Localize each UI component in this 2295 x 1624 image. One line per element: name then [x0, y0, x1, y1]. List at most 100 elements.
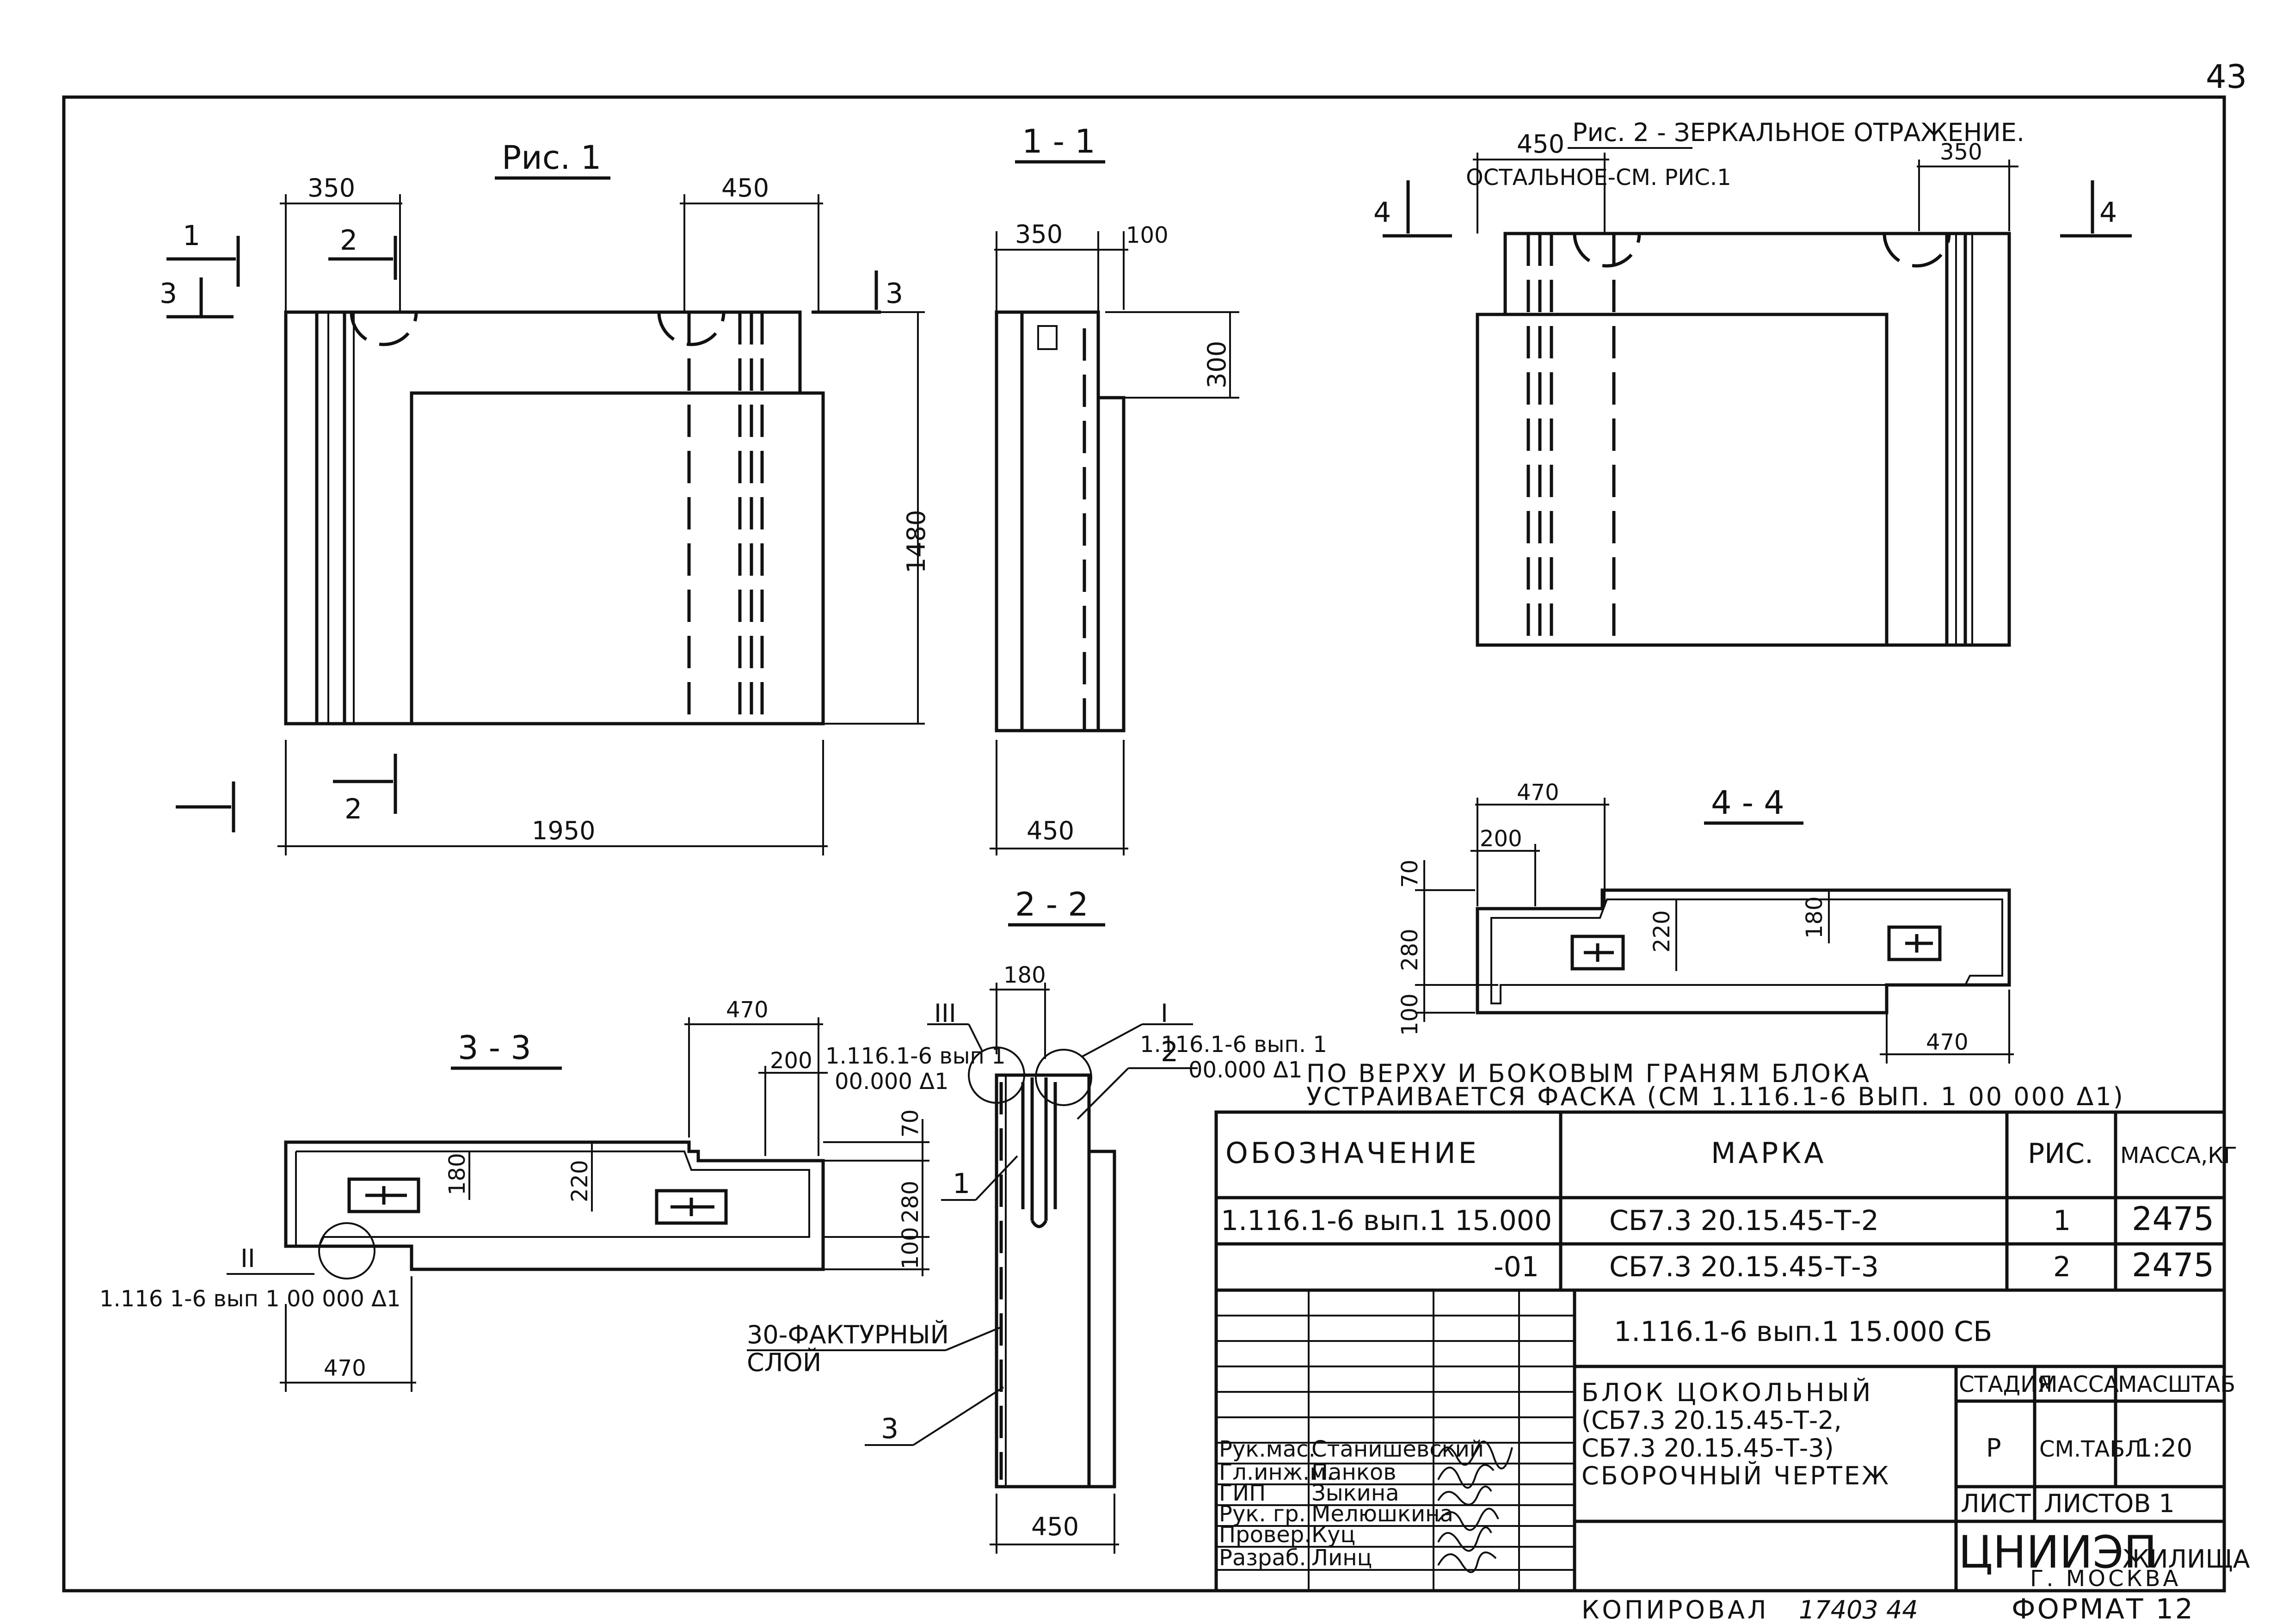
tb-scale-header: Масштаб — [2118, 1372, 2235, 1397]
sec22-callout-3: 3 — [881, 1413, 898, 1445]
fig2-cut-4a: 4 — [1373, 197, 1391, 229]
fig2-view: Рис. 2 - ЗЕРКАЛЬНОЕ ОТРАЖЕНИЕ. ОСТАЛЬНОЕ… — [1373, 118, 2132, 647]
tb-org-2: ЖИЛИЩА — [2123, 1544, 2250, 1574]
signature-6 — [1437, 1551, 1497, 1573]
sec44-outline — [1476, 888, 2011, 1015]
spec-row-1-mass: 2475 — [2132, 1200, 2214, 1238]
fig1-cut-3: 3 — [160, 277, 177, 310]
section-3-3: 3 - 3 470 200 70 280 100 180 220 470 II — [99, 997, 929, 1392]
fig2-dim-450: 450 — [1517, 129, 1564, 159]
sec22-ref-iii-1: 1.116.1-6 вып 1 — [825, 1043, 1006, 1069]
spec-row-1-designation: 1.116.1-6 вып.1 15.000 — [1221, 1205, 1552, 1237]
staff-role-2: Гл.инж.м. — [1219, 1459, 1334, 1485]
sec33-dim-220: 220 — [567, 1160, 593, 1202]
signature-4 — [1437, 1507, 1499, 1531]
page-number: 43 — [2206, 58, 2247, 96]
spec-row-2-fig: 2 — [2053, 1251, 2071, 1283]
signature-1 — [1437, 1440, 1513, 1470]
tb-name-1: Блок цокольный — [1581, 1378, 1873, 1407]
footer-copied-num: 17403 44 — [1799, 1595, 1918, 1624]
spec-table: Обозначение Марка Рис. Масса,кг 1.116.1-… — [1214, 1110, 2237, 1292]
sec11-title: 1 - 1 — [1022, 123, 1095, 160]
fig2-outline — [1476, 232, 2011, 647]
fig1-cut-3b: 3 — [886, 277, 903, 310]
sec33-dim-200: 200 — [770, 1048, 812, 1074]
sec33-dim-470b: 470 — [324, 1355, 366, 1381]
fig1-dim-450: 450 — [721, 173, 769, 203]
fig1-title: Рис. 1 — [502, 139, 601, 177]
sec33-dim-70: 70 — [898, 1109, 923, 1138]
staff-name-5: Куц — [1311, 1522, 1355, 1548]
fig2-subtitle: ОСТАЛЬНОЕ-СМ. РИС.1 — [1466, 165, 1731, 191]
sec44-dim-100: 100 — [1397, 993, 1423, 1036]
spec-header-fig: Рис. — [2028, 1138, 2093, 1170]
fig2-title: Рис. 2 - ЗЕРКАЛЬНОЕ ОТРАЖЕНИЕ. — [1572, 118, 2024, 147]
sec11-dim-350: 350 — [1015, 220, 1063, 249]
sec22-ref-i-1: 1.116.1-6 вып. 1 — [1140, 1032, 1327, 1058]
tb-name-3: СБ7.3 20.15.45-Т-3) — [1581, 1433, 1834, 1463]
footer-format: Формат 12 — [2012, 1593, 2195, 1624]
sec44-dim-180: 180 — [1802, 896, 1827, 939]
staff-name-2: Панков — [1311, 1459, 1397, 1485]
staff-name-1: Станишевский — [1311, 1436, 1484, 1462]
sec44-dim-470a: 470 — [1517, 780, 1559, 806]
signature-3 — [1437, 1485, 1492, 1506]
tb-mass-value: СМ.ТАБЛ — [2039, 1436, 2141, 1462]
fig1-view: Рис. 1 350 450 1480 1950 1 — [160, 139, 931, 855]
section-4-4: 4 - 4 470 200 70 280 100 220 180 470 — [1397, 780, 2014, 1064]
fig1-cut-2b: 2 — [345, 793, 362, 825]
sec11-dim-100: 100 — [1126, 222, 1169, 248]
fig1-dim-1950: 1950 — [532, 816, 595, 845]
sec22-dim-180: 180 — [1003, 962, 1046, 988]
sec44-dim-200: 200 — [1480, 826, 1522, 852]
fig1-cut-1: 1 — [183, 220, 200, 252]
sec33-dim-180: 180 — [444, 1153, 470, 1195]
fig2-dim-350: 350 — [1940, 139, 1982, 165]
sec33-dim-470a: 470 — [726, 997, 769, 1023]
spec-row-2-mass: 2475 — [2132, 1246, 2214, 1284]
sec44-dim-470b: 470 — [1926, 1029, 1969, 1055]
title-block: Рук.мас. Станишевский Гл.инж.м. Панков Г… — [1214, 1288, 2250, 1593]
note-line-1: По верху и боковым граням блока — [1306, 1059, 1871, 1088]
sec22-roman-3: III — [934, 999, 956, 1028]
sec44-title: 4 - 4 — [1711, 784, 1784, 822]
spec-header-mass: Масса,кг — [2120, 1143, 2237, 1169]
sec22-facing-1: 30-ФАКТУРНЫЙ — [747, 1320, 949, 1349]
sec33-dim-100: 100 — [898, 1227, 923, 1269]
spec-row-2-mark: СБ7.3 20.15.45-Т-3 — [1609, 1251, 1879, 1283]
signature-2 — [1437, 1464, 1495, 1489]
sec22-ref-i-2: 00.000 Δ1 — [1188, 1057, 1303, 1083]
sec22-roman-1: I — [1161, 999, 1168, 1028]
sec11-dim-450: 450 — [1027, 816, 1074, 845]
sec44-dim-280: 280 — [1397, 929, 1423, 971]
staff-role-1: Рук.мас. — [1219, 1436, 1316, 1462]
sec22-callout-1: 1 — [953, 1168, 970, 1200]
sec22-title: 2 - 2 — [1015, 886, 1089, 923]
fig1-dim-350: 350 — [308, 173, 355, 203]
sec11-dim-300: 300 — [1202, 341, 1231, 388]
tb-org-1: ЦНИИЭП — [1958, 1526, 2157, 1578]
sec22-dim-450: 450 — [1031, 1512, 1079, 1541]
tb-stage-header: Стадия — [1959, 1372, 2052, 1397]
spec-row-2-designation: -01 — [1494, 1251, 1539, 1283]
staff-name-6: Линц — [1311, 1545, 1372, 1571]
staff-role-3: ГИП — [1219, 1480, 1266, 1506]
sec33-ref-ii: 1.116 1-6 вып 1 00 000 Δ1 — [99, 1286, 401, 1312]
spec-row-1-fig: 1 — [2053, 1205, 2071, 1237]
sec22-facing-2: СЛОЙ — [747, 1348, 821, 1377]
staff-role-4: Рук. гр. — [1219, 1501, 1306, 1527]
sec33-title: 3 - 3 — [458, 1029, 531, 1067]
signature-5 — [1437, 1526, 1492, 1552]
note-line-2: устраивается фаска (см 1.116.1-6 вып. 1 … — [1306, 1082, 2125, 1111]
fig1-outline — [284, 310, 825, 726]
fig2-cut-4b: 4 — [2099, 197, 2117, 229]
sec22-callout-2: 2 — [1161, 1036, 1178, 1068]
sec33-dim-280: 280 — [898, 1181, 923, 1223]
tb-sheet-label: Лист — [1961, 1489, 2031, 1518]
tb-org-3: Г. МОСКВА — [2030, 1566, 2181, 1592]
footer-copied: Копировал — [1581, 1595, 1769, 1624]
staff-name-4: Мелюшкина — [1311, 1501, 1453, 1527]
sec33-outline — [284, 1140, 825, 1271]
tb-mass-header: Масса — [2038, 1372, 2119, 1397]
